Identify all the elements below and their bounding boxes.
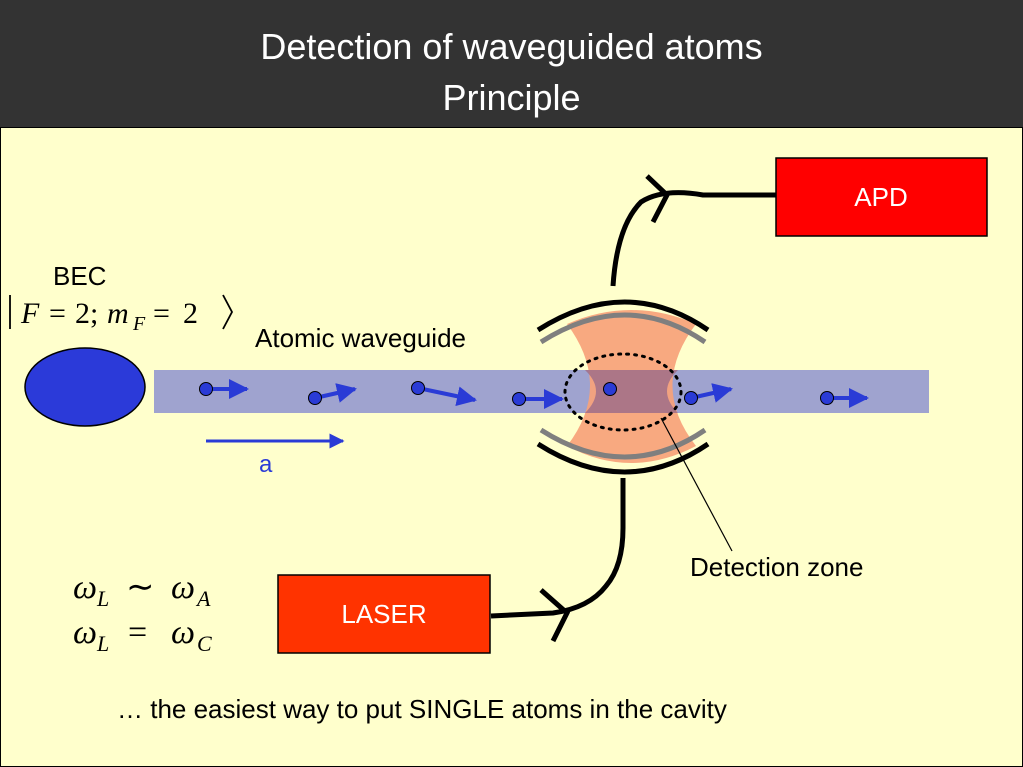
bottom-mirror: [536, 441, 710, 475]
svg-text:F: F: [132, 313, 146, 335]
output-beam-arrowhead: [645, 174, 671, 224]
cavity-waveguide-overlap: [585, 370, 678, 413]
slide-title: Detection of waveguided atoms: [260, 26, 763, 67]
svg-text:2: 2: [183, 297, 198, 330]
svg-text:L: L: [96, 631, 109, 656]
atomic-waveguide: [154, 370, 929, 413]
caption: … the easiest way to put SINGLE atoms in…: [117, 694, 727, 724]
svg-text:2;: 2;: [75, 297, 98, 330]
atom: [308, 383, 357, 405]
svg-text:L: L: [96, 586, 109, 611]
slide-subtitle: Principle: [442, 77, 581, 118]
svg-text:C: C: [197, 631, 212, 656]
svg-text:ω: ω: [73, 569, 97, 606]
diagram: APD LASER BEC Atomic waveguide a Detecti…: [9, 157, 988, 724]
atom: [199, 379, 249, 399]
detection-zone-ellipse: [563, 352, 683, 432]
laser-label: LASER: [341, 599, 426, 629]
bec-state-ket: F = 2; m F = 2: [9, 294, 234, 335]
detection-zone-label: Detection zone: [690, 552, 863, 582]
svg-text:=: =: [128, 614, 147, 651]
frequency-relation-detuning: ω L ∼ ω A: [73, 569, 211, 611]
atomic-waveguide-label: Atomic waveguide: [255, 323, 466, 353]
atom: [512, 389, 564, 409]
input-beam-arrowhead: [539, 588, 571, 643]
svg-text:=: =: [49, 297, 66, 330]
input-beam: [490, 478, 626, 619]
atoms: [199, 379, 869, 409]
svg-text:ω: ω: [171, 614, 195, 651]
atom: [820, 388, 869, 408]
header: Detection of waveguided atoms Principle: [0, 0, 1023, 127]
svg-text:ω: ω: [171, 569, 195, 606]
frequency-relation-resonance: ω L = ω C: [73, 614, 212, 656]
apd-box: [775, 157, 988, 237]
apd-label: APD: [854, 182, 907, 212]
svg-text:A: A: [195, 586, 211, 611]
atom: [411, 381, 477, 407]
atom: [684, 383, 733, 405]
bec-label: BEC: [53, 261, 106, 291]
atom-in-cavity: [603, 382, 617, 396]
svg-text:m: m: [107, 297, 129, 330]
acceleration-label: a: [259, 451, 273, 478]
detection-zone-pointer: [660, 417, 733, 552]
svg-text:F: F: [20, 297, 40, 330]
top-mirror-gray: [539, 312, 707, 345]
bec-cloud: [24, 347, 146, 427]
bottom-mirror-gray: [539, 427, 707, 460]
svg-text:ω: ω: [73, 614, 97, 651]
svg-text:∼: ∼: [126, 569, 155, 606]
laser-box: [277, 574, 491, 654]
svg-text:=: =: [153, 297, 170, 330]
output-beam: [610, 190, 777, 287]
content-area: APD LASER BEC Atomic waveguide a Detecti…: [0, 127, 1023, 767]
top-mirror: [536, 299, 710, 333]
